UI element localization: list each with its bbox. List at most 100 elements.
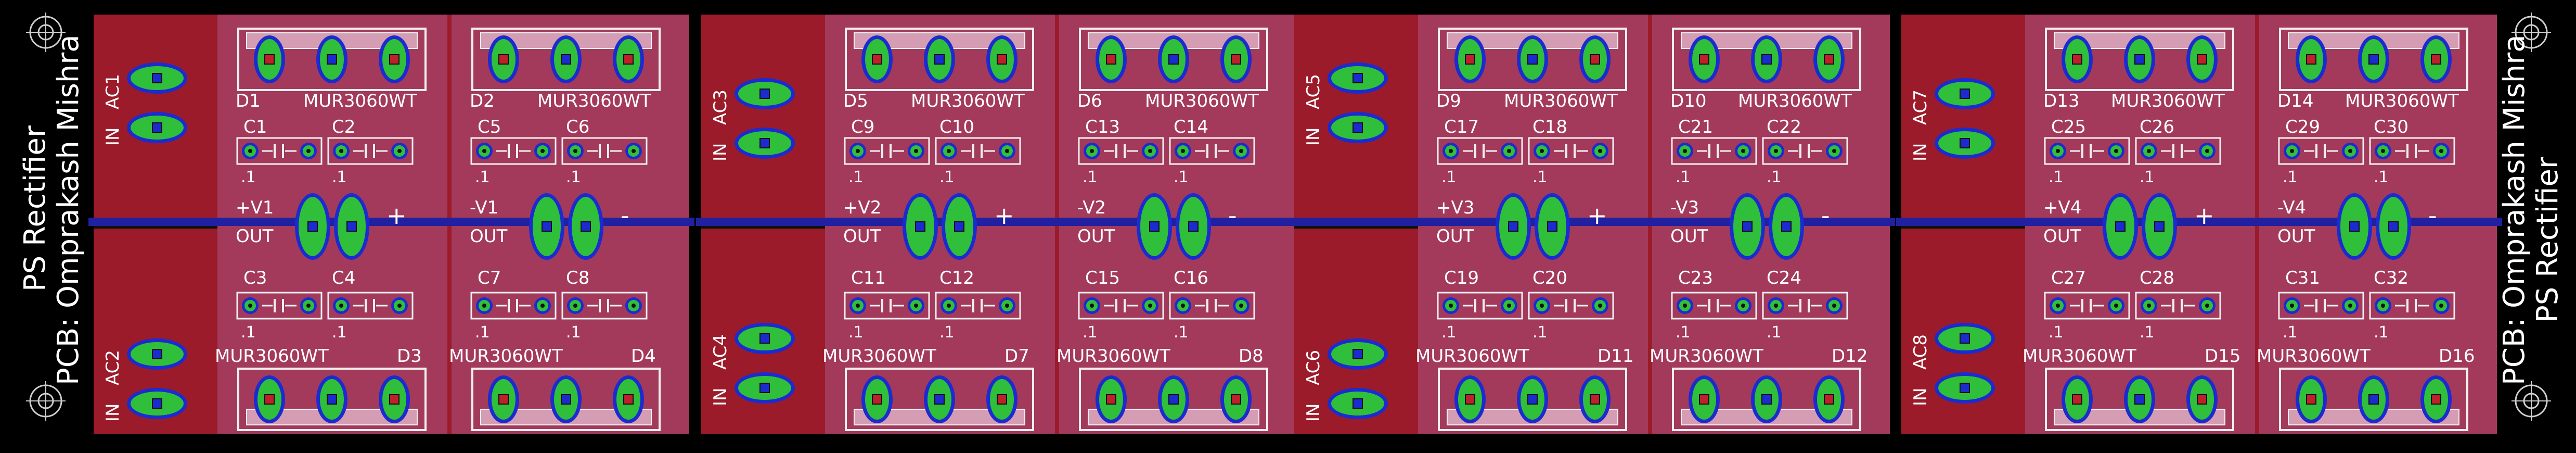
ac-label: AC5 (1303, 74, 1324, 109)
cap-label: C22 (1767, 117, 1801, 137)
cap-pair-top (1078, 137, 1255, 165)
cap-value: .1 (1767, 168, 1782, 186)
out-label: OUT (1670, 226, 1708, 247)
cap-label: C28 (2140, 268, 2174, 288)
ac-pad (735, 323, 795, 354)
diode-pad (1517, 375, 1548, 423)
cap-pad (625, 297, 642, 314)
in-label: IN (102, 128, 123, 146)
cap-value: .1 (566, 323, 581, 342)
cap-label: C6 (566, 117, 589, 137)
cap-pad (1592, 143, 1608, 159)
diode-pad (2420, 375, 2452, 423)
diode-pad (1096, 35, 1127, 83)
diode-top-label: D2 (470, 91, 495, 111)
cap-value: .1 (1532, 168, 1548, 186)
diode-bottom-part: MUR3060WT (1057, 346, 1170, 367)
diode-pad (2186, 375, 2218, 423)
cap-pad (1084, 297, 1100, 314)
ac-pad (1935, 323, 1995, 354)
cap-pad (1501, 297, 1517, 314)
out-label: OUT (2277, 226, 2315, 247)
out-label: OUT (1077, 226, 1115, 247)
diode-pad (986, 375, 1017, 423)
cap-pad (2141, 143, 2157, 159)
output-pad (1137, 193, 1172, 260)
rail-label: +V4 (2043, 197, 2081, 218)
diode-top-label: D1 (236, 91, 261, 111)
mounting-hole-icon (26, 381, 66, 421)
diode-top (1672, 28, 1861, 91)
in-label: IN (1910, 143, 1931, 161)
diode-bottom-part: MUR3060WT (215, 346, 329, 367)
output-pad (1176, 193, 1211, 260)
cap-value: .1 (1083, 168, 1098, 186)
diode-top (2279, 28, 2468, 91)
cap-pair-top (1671, 137, 1848, 165)
diode-bottom-label: D12 (1832, 346, 1867, 367)
output-pad (529, 193, 564, 260)
cap-value: .1 (939, 323, 955, 342)
cap-pad (908, 297, 924, 314)
cap-value: .1 (1174, 168, 1189, 186)
diode-bottom-label: D15 (2205, 346, 2240, 367)
cap-pad (941, 143, 957, 159)
rail-label: -V4 (2277, 197, 2306, 218)
right-title: PS Rectifier (2531, 156, 2565, 323)
ac-pad (1935, 372, 1995, 404)
diode-bottom (2045, 368, 2234, 431)
diode-bottom (1079, 368, 1268, 431)
cap-value: .1 (2374, 323, 2389, 342)
cap-value: .1 (1676, 168, 1691, 186)
diode-bottom-part: MUR3060WT (449, 346, 563, 367)
cap-value: .1 (1767, 323, 1782, 342)
cap-pad (242, 297, 259, 314)
in-label: IN (102, 404, 123, 422)
out-label: OUT (470, 226, 508, 247)
polarity-mark: + (2194, 202, 2214, 230)
cap-pad (391, 143, 408, 159)
cap-pair-top (844, 137, 1021, 165)
ac-pad (1328, 338, 1388, 370)
cap-label: C25 (2051, 117, 2086, 137)
polarity-mark: - (1228, 202, 1237, 230)
rail-label: +V2 (843, 197, 881, 218)
rail-label: -V2 (1077, 197, 1106, 218)
diode-pad (2124, 35, 2155, 83)
diode-top-label: D5 (843, 91, 868, 111)
diode-pad (2062, 35, 2093, 83)
cap-pad (1677, 143, 1693, 159)
diode-pad (1689, 35, 1720, 83)
cap-pad (534, 297, 551, 314)
cap-value: .1 (2283, 323, 2298, 342)
cap-pad (2433, 143, 2450, 159)
cap-value: .1 (2283, 168, 2298, 186)
cap-value: .1 (1676, 323, 1691, 342)
diode-pad (1751, 35, 1782, 83)
cap-value: .1 (2140, 323, 2155, 342)
ac-pad (1328, 62, 1388, 94)
diode-top (1079, 28, 1268, 91)
out-label: OUT (236, 226, 274, 247)
diode-pad (2296, 375, 2327, 423)
diode-bottom (237, 368, 427, 431)
cap-pad (849, 297, 866, 314)
cap-pad (242, 143, 259, 159)
diode-top-part: MUR3060WT (1145, 91, 1259, 111)
cap-pad (2433, 297, 2450, 314)
polarity-mark: - (1821, 202, 1830, 230)
cap-pad (1142, 143, 1158, 159)
output-pad (295, 193, 330, 260)
cap-pad (1735, 143, 1751, 159)
ac-label: AC8 (1910, 334, 1931, 370)
cap-value: .1 (475, 168, 490, 186)
cap-label: C16 (1174, 268, 1208, 288)
diode-bottom (1438, 368, 1627, 431)
diode-top (2045, 28, 2234, 91)
diode-top-label: D9 (1436, 91, 1461, 111)
diode-pad (2124, 375, 2155, 423)
